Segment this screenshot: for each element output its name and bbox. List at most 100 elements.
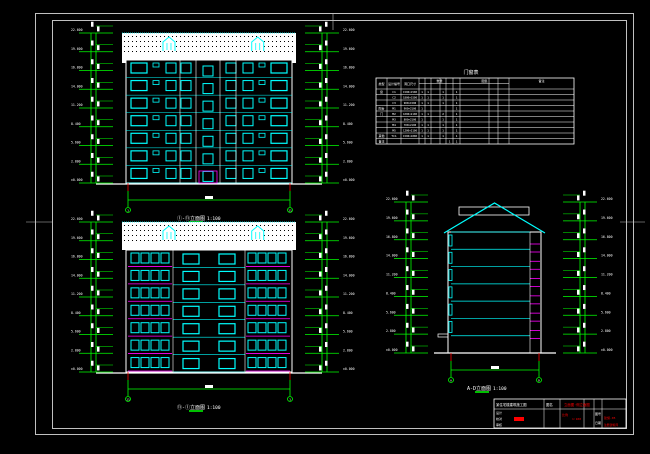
- level-label: 19.600: [71, 47, 83, 51]
- window: [218, 270, 236, 283]
- roof-tile-dot: [196, 41, 197, 42]
- roof-tile-dot: [252, 51, 253, 52]
- window: [270, 115, 288, 127]
- roof-tile-dot: [236, 235, 237, 236]
- balcony-door: [130, 357, 140, 369]
- roof-tile-dot: [156, 36, 157, 37]
- roof-tile-dot: [264, 235, 265, 236]
- dimension-text: [319, 290, 322, 296]
- project-name: 某住宅楼建筑施工图: [496, 402, 527, 407]
- roof-tile-dot: [244, 41, 245, 42]
- roof-tile-dot: [204, 46, 205, 47]
- dimension-text: [97, 157, 100, 163]
- roof-tile-dot: [192, 235, 193, 236]
- balcony-door: [247, 322, 257, 334]
- table-cell-code: C2: [392, 96, 396, 100]
- table-cell-code: C3: [392, 101, 396, 105]
- roof-tiles: [122, 33, 296, 63]
- balcony-door: [247, 252, 257, 264]
- sheet-number: 建施-05: [604, 415, 616, 420]
- roof-tile-dot: [276, 225, 277, 226]
- level-dimension-column: ±0.0002.8005.6008.40011.20014.00016.8001…: [563, 190, 613, 354]
- roof-tile-dot: [156, 240, 157, 241]
- dimension-text: [319, 252, 322, 258]
- dimension-text: [91, 171, 94, 177]
- roof-tile-dot: [208, 41, 209, 42]
- level-label: 14.000: [71, 84, 83, 88]
- roof-tile-dot: [248, 51, 249, 52]
- roof-tile-dot: [160, 235, 161, 236]
- dimension-text: [319, 365, 322, 371]
- balcony-door: [150, 287, 160, 299]
- window: [165, 150, 177, 162]
- stair-window: [202, 100, 214, 112]
- roof-tile-dot: [188, 51, 189, 52]
- dimension-text: [325, 134, 328, 140]
- window: [218, 357, 236, 370]
- window: [130, 115, 148, 127]
- roof-tile-dot: [176, 240, 177, 241]
- window: [182, 288, 200, 300]
- roof-tile-dot: [212, 36, 213, 37]
- roof-tile-dot: [180, 36, 181, 37]
- level-label: 8.400: [343, 122, 353, 126]
- roof-tile-dot: [184, 51, 185, 52]
- window-small: [152, 115, 160, 121]
- inner-frame: [52, 20, 627, 429]
- roof-tile-dot: [156, 230, 157, 231]
- level-label: 22.600: [343, 28, 355, 32]
- balcony-door: [267, 339, 277, 351]
- roof-tile-dot: [292, 235, 293, 236]
- level-label: ±0.000: [71, 178, 83, 182]
- roof-tile-dot: [272, 51, 273, 52]
- dimension-text: [577, 327, 580, 333]
- balcony-door: [150, 339, 160, 351]
- approver-label: 审核: [496, 422, 502, 427]
- level-label: 11.200: [386, 273, 398, 277]
- scale-label: 比例: [562, 412, 568, 417]
- stair-window: [202, 83, 214, 95]
- dimension-text: [583, 285, 586, 291]
- dimension-text: [406, 322, 409, 328]
- roof-tile-dot: [208, 225, 209, 226]
- parapet: [458, 206, 530, 216]
- overall-dimension-text: [205, 196, 213, 199]
- roof-tile-dot: [292, 51, 293, 52]
- roof-tile-dot: [224, 41, 225, 42]
- roof-tile-dot: [184, 36, 185, 37]
- axis-label: A: [450, 378, 452, 382]
- roof-tile-dot: [132, 46, 133, 47]
- window: [180, 115, 192, 127]
- balcony-door: [140, 322, 150, 334]
- roof-tile-dot: [248, 46, 249, 47]
- table-cell-count: 1: [456, 96, 458, 100]
- table-cell-type: 备注: [378, 139, 384, 144]
- window-small: [258, 62, 266, 68]
- roof-tile-dot: [132, 240, 133, 241]
- roof-tile-dot: [140, 235, 141, 236]
- balcony-door: [257, 322, 267, 334]
- roof-tile-dot: [156, 225, 157, 226]
- table-cell-count: 1: [427, 96, 429, 100]
- side-window: [448, 303, 453, 316]
- window: [180, 80, 192, 92]
- roof-tile-dot: [196, 235, 197, 236]
- balcony-door: [267, 322, 277, 334]
- table-header: 备注: [538, 78, 544, 83]
- balcony-door: [140, 269, 150, 281]
- dimension-text: [319, 26, 322, 32]
- roof-tile-dot: [284, 235, 285, 236]
- roof-tile-dot: [212, 235, 213, 236]
- roof-tile-dot: [236, 46, 237, 47]
- dimension-text: [91, 248, 94, 254]
- dimension-text: [583, 341, 586, 347]
- dimension-text: [91, 360, 94, 366]
- roof-tile-dot: [184, 41, 185, 42]
- roof-tile-dot: [180, 225, 181, 226]
- dimension-text: [583, 209, 586, 215]
- roof-tile-dot: [220, 225, 221, 226]
- roof-tile-dot: [248, 36, 249, 37]
- roof-tile-dot: [124, 225, 125, 226]
- dimension-text: [325, 96, 328, 102]
